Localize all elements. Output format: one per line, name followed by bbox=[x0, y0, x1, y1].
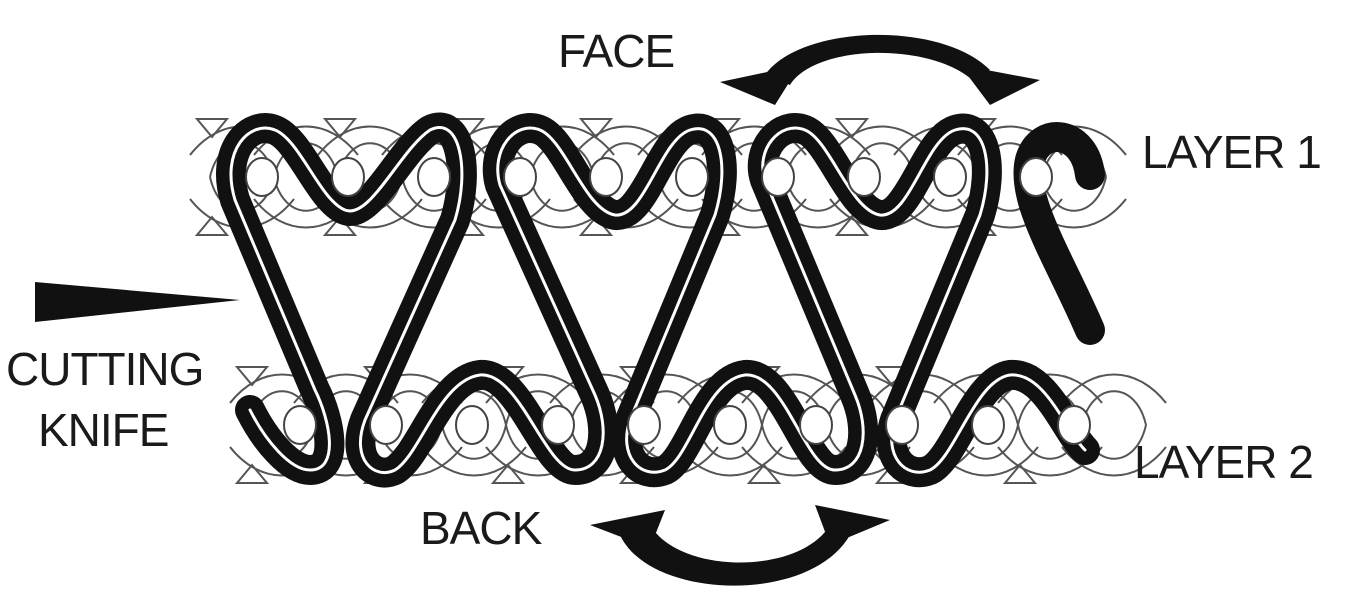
back-arrow-icon bbox=[590, 505, 890, 586]
stitch-head bbox=[886, 406, 918, 444]
stitch-head bbox=[418, 158, 450, 196]
stitch-head bbox=[542, 406, 574, 444]
face-label: FACE bbox=[558, 25, 674, 77]
cutting-knife-label-line2: KNIFE bbox=[38, 404, 168, 456]
layer-2-loop bbox=[1062, 375, 1166, 404]
stitch-head bbox=[504, 158, 536, 196]
stitch-head bbox=[800, 406, 832, 444]
layer-1-label: LAYER 1 bbox=[1142, 126, 1321, 178]
stitch-head bbox=[370, 406, 402, 444]
stitch-head bbox=[284, 406, 316, 444]
stitch-head bbox=[590, 158, 622, 196]
stitch-head bbox=[1058, 406, 1090, 444]
stitch-head bbox=[332, 158, 364, 196]
stitch-head bbox=[762, 158, 794, 196]
stitch-head bbox=[628, 406, 660, 444]
stitch-head bbox=[972, 406, 1004, 444]
stitch-head bbox=[934, 158, 966, 196]
cutting-knife-label-line1: CUTTING bbox=[6, 343, 203, 395]
layer-2-loop bbox=[422, 447, 526, 476]
stitch-head bbox=[676, 158, 708, 196]
back-label: BACK bbox=[420, 502, 543, 554]
stitch-head bbox=[848, 158, 880, 196]
stitch-head bbox=[714, 406, 746, 444]
stitch-head bbox=[246, 158, 278, 196]
face-arrow-icon bbox=[720, 35, 1040, 105]
cutting-knife-icon bbox=[35, 282, 240, 322]
stitch-head bbox=[1020, 158, 1052, 196]
stitch-head bbox=[456, 406, 488, 444]
layer-2-label: LAYER 2 bbox=[1134, 436, 1313, 488]
layer-2-loop bbox=[1082, 391, 1146, 425]
